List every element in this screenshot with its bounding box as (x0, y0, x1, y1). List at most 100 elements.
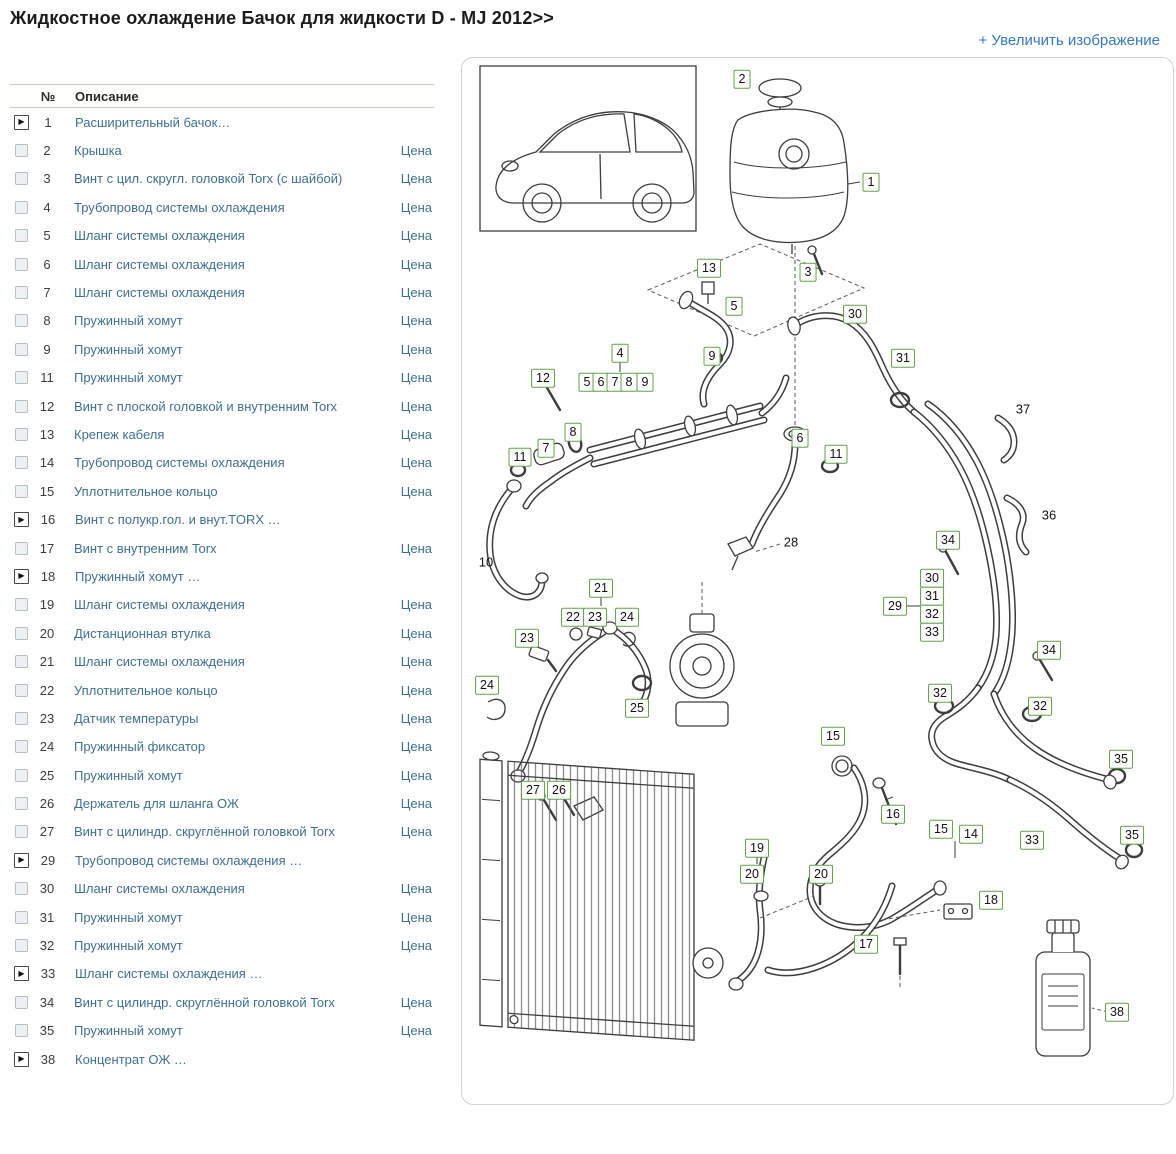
diagram-callout-25[interactable]: 25 (625, 698, 649, 718)
diagram-callout-23[interactable]: 23 (515, 628, 539, 648)
row-checkbox[interactable] (15, 229, 28, 243)
part-description-link[interactable]: Шланг системы охлаждения (74, 256, 245, 272)
diagram-callout-26[interactable]: 26 (547, 780, 571, 800)
part-description-link[interactable]: Винт с цилиндр. скруглённой головкой Tor… (74, 824, 335, 840)
row-checkbox[interactable] (15, 598, 28, 612)
row-checkbox[interactable] (15, 541, 28, 555)
part-description-link[interactable]: Дистанционная втулка (74, 625, 211, 641)
price-link[interactable]: Цена (400, 994, 432, 1010)
row-checkbox[interactable] (15, 995, 28, 1009)
price-link[interactable]: Цена (400, 455, 432, 471)
diagram-callout-12[interactable]: 12 (531, 368, 555, 388)
part-description-link[interactable]: Пружинный хомут … (75, 568, 201, 584)
part-description-link[interactable]: Пружинный хомут (74, 938, 183, 954)
part-description-link[interactable]: Шланг системы охлаждения … (75, 966, 263, 982)
part-description-link[interactable]: Шланг системы охлаждения (74, 597, 245, 613)
diagram-callout-32[interactable]: 32 (928, 683, 952, 703)
price-link[interactable]: Цена (400, 909, 432, 925)
diagram-callout-16[interactable]: 16 (881, 804, 905, 824)
price-link[interactable]: Цена (400, 824, 432, 840)
row-checkbox[interactable] (15, 172, 28, 186)
row-checkbox[interactable] (15, 655, 28, 669)
price-link[interactable]: Цена (400, 796, 432, 812)
price-link[interactable]: Цена (400, 654, 432, 670)
price-link[interactable]: Цена (400, 483, 432, 499)
part-description-link[interactable]: Держатель для шланга ОЖ (74, 796, 239, 812)
price-link[interactable]: Цена (400, 341, 432, 357)
diagram-callout-38[interactable]: 38 (1105, 1002, 1129, 1022)
price-link[interactable]: Цена (400, 256, 432, 272)
price-link[interactable]: Цена (400, 540, 432, 556)
part-description-link[interactable]: Винт с полукр.гол. и внут.TORX … (75, 512, 281, 528)
price-link[interactable]: Цена (400, 625, 432, 641)
part-description-link[interactable]: Пружинный хомут (74, 313, 183, 329)
expand-row-button[interactable]: ▶ (14, 512, 29, 528)
diagram-callout-20[interactable]: 20 (740, 864, 764, 884)
diagram-callout-17[interactable]: 17 (854, 934, 878, 954)
price-link[interactable]: Цена (400, 143, 432, 159)
part-description-link[interactable]: Пружинный хомут (74, 370, 183, 386)
diagram-callout-35[interactable]: 35 (1109, 749, 1133, 769)
diagram-callout-22[interactable]: 22 (561, 607, 585, 627)
diagram-callout-33[interactable]: 33 (920, 622, 944, 642)
diagram-callout-23[interactable]: 23 (583, 607, 607, 627)
diagram-callout-6[interactable]: 6 (791, 428, 809, 448)
row-checkbox[interactable] (15, 371, 28, 385)
row-checkbox[interactable] (15, 200, 28, 214)
row-checkbox[interactable] (15, 910, 28, 924)
row-checkbox[interactable] (15, 825, 28, 839)
price-link[interactable]: Цена (400, 285, 432, 301)
price-link[interactable]: Цена (400, 739, 432, 755)
row-checkbox[interactable] (15, 286, 28, 300)
price-link[interactable]: Цена (400, 370, 432, 386)
part-description-link[interactable]: Крепеж кабеля (74, 426, 165, 442)
row-checkbox[interactable] (15, 626, 28, 640)
row-checkbox[interactable] (15, 314, 28, 328)
part-description-link[interactable]: Шланг системы охлаждения (74, 654, 245, 670)
diagram-callout-30[interactable]: 30 (843, 304, 867, 324)
part-description-link[interactable]: Винт с внутренним Torx (74, 540, 217, 556)
diagram-callout-18[interactable]: 18 (979, 890, 1003, 910)
diagram-callout-9[interactable]: 9 (703, 346, 721, 366)
diagram-callout-15[interactable]: 15 (821, 726, 845, 746)
price-link[interactable]: Цена (400, 881, 432, 897)
expand-row-button[interactable]: ▶ (14, 1051, 29, 1067)
price-link[interactable]: Цена (400, 313, 432, 329)
row-checkbox[interactable] (15, 456, 28, 470)
part-description-link[interactable]: Концентрат ОЖ … (75, 1051, 187, 1067)
diagram-callout-13[interactable]: 13 (697, 258, 721, 278)
expand-row-button[interactable]: ▶ (14, 966, 29, 982)
diagram-callout-35[interactable]: 35 (1120, 825, 1144, 845)
row-checkbox[interactable] (15, 882, 28, 896)
row-checkbox[interactable] (15, 740, 28, 754)
diagram-callout-5[interactable]: 5 (725, 296, 743, 316)
price-link[interactable]: Цена (400, 426, 432, 442)
part-description-link[interactable]: Пружинный фиксатор (74, 739, 206, 755)
part-description-link[interactable]: Крышка (74, 143, 122, 159)
row-checkbox[interactable] (15, 399, 28, 413)
diagram-callout-11[interactable]: 11 (824, 444, 848, 464)
row-checkbox[interactable] (15, 1024, 28, 1038)
row-checkbox[interactable] (15, 427, 28, 441)
diagram-callout-8[interactable]: 8 (564, 422, 582, 442)
part-description-link[interactable]: Пружинный хомут (74, 909, 183, 925)
diagram-callout-34[interactable]: 34 (936, 530, 960, 550)
diagram-callout-8[interactable]: 8 (620, 372, 638, 392)
price-link[interactable]: Цена (400, 767, 432, 783)
diagram-callout-21[interactable]: 21 (589, 578, 613, 598)
diagram-callout-20[interactable]: 20 (809, 864, 833, 884)
price-link[interactable]: Цена (400, 228, 432, 244)
price-link[interactable]: Цена (400, 171, 432, 187)
diagram-callout-34[interactable]: 34 (1037, 640, 1061, 660)
diagram-callout-27[interactable]: 27 (521, 780, 545, 800)
diagram-callout-14[interactable]: 14 (959, 824, 983, 844)
diagram-callout-31[interactable]: 31 (920, 586, 944, 606)
row-checkbox[interactable] (15, 768, 28, 782)
expand-row-button[interactable]: ▶ (14, 114, 29, 130)
expand-row-button[interactable]: ▶ (14, 568, 29, 584)
diagram-callout-11[interactable]: 11 (508, 447, 532, 467)
part-description-link[interactable]: Пружинный хомут (74, 341, 183, 357)
part-description-link[interactable]: Уплотнительное кольцо (74, 483, 218, 499)
row-checkbox[interactable] (15, 683, 28, 697)
diagram-callout-31[interactable]: 31 (891, 348, 915, 368)
